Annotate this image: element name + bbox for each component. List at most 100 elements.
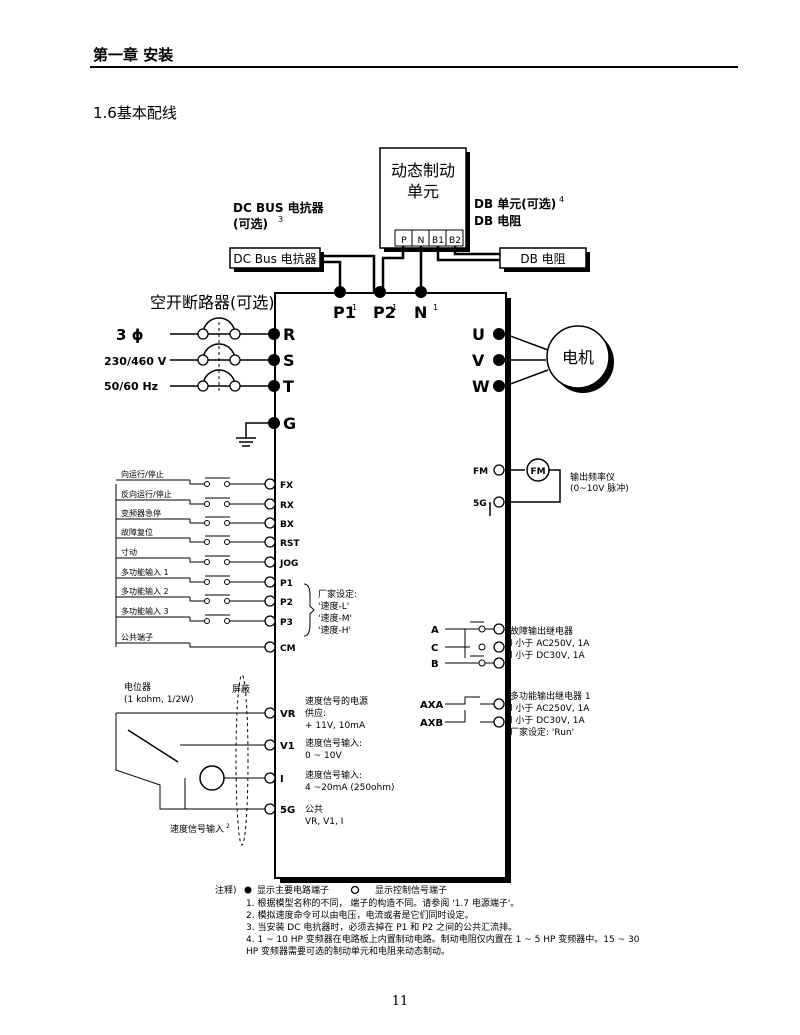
output-terminal-label-U: U xyxy=(472,325,485,344)
input-terminal-label-S: S xyxy=(283,351,295,370)
control-terminal-5 xyxy=(264,576,276,588)
control-terminal-6 xyxy=(264,595,276,607)
db-res-label: DB 电阻 xyxy=(474,213,521,228)
dc-terminal-sup-1: 1 xyxy=(392,303,397,312)
control-terminal-label-2: BX xyxy=(280,520,294,530)
input-terminal-G xyxy=(268,417,280,429)
breaker-contact-b0 xyxy=(229,328,241,340)
relay-contact-b xyxy=(478,659,486,667)
voltage-label: 230/460 V xyxy=(104,355,167,368)
fm-meter-label: FM xyxy=(530,467,545,477)
factory-4: '速度-H' xyxy=(318,624,351,636)
input-terminal-S xyxy=(268,354,280,366)
factory-1: 厂家设定: xyxy=(318,588,357,600)
control-terminal-label-6: P2 xyxy=(280,598,293,608)
notes-ctrl-mark: 显示控制信号端子 xyxy=(375,884,447,896)
note-1: 1. 根据模型名称的不同， 端子的构造不同。请参阅 '1.7 电源端子'。 xyxy=(246,897,519,909)
control-terminal-label-8: CM xyxy=(280,644,296,654)
db-resistor-box xyxy=(499,247,587,269)
control-desc-3: 故障复位 xyxy=(121,527,153,537)
db-unit-label: DB 单元(可选) xyxy=(474,196,556,211)
switch-contact-b-7 xyxy=(224,618,230,624)
v1-desc-1: 速度信号输入: xyxy=(305,737,362,749)
dc-bus-sup: 3 xyxy=(278,215,283,224)
control-input-wiring xyxy=(115,479,265,648)
switch-contact-a-2 xyxy=(204,520,210,526)
switch-contact-b-4 xyxy=(224,559,230,565)
switch-contact-b-2 xyxy=(224,520,230,526)
control-desc-8: 公共端子 xyxy=(121,632,153,642)
input-terminal-label-G: G xyxy=(283,414,296,433)
switch-contact-b-6 xyxy=(224,598,230,604)
switch-contact-a-7 xyxy=(204,618,210,624)
dc-terminal-label-2: N xyxy=(414,303,427,322)
relay-a-desc-3: l 小于 DC30V, 1A xyxy=(510,650,585,661)
relay-terminal-label-a: A xyxy=(431,625,439,636)
speed-input-sup: 2 xyxy=(226,823,230,830)
dc-terminal-0 xyxy=(334,286,346,298)
dc-terminal-2 xyxy=(415,286,427,298)
db-term-b1: B1 xyxy=(432,236,444,246)
v1-desc-2: 0 ~ 10V xyxy=(305,751,342,761)
fm-desc-1: 输出频率仪 xyxy=(570,471,615,483)
switch-contact-a-0 xyxy=(204,481,210,487)
i-desc-2: 4 ~20mA (250ohm) xyxy=(305,783,395,793)
output-terminal-label-W: W xyxy=(472,377,490,396)
control-terminal-8 xyxy=(264,641,276,653)
dc-terminal-sup-2: 1 xyxy=(433,303,438,312)
control-terminal-label-3: RST xyxy=(280,539,300,549)
motor-circle xyxy=(546,325,610,389)
note-3: 3. 当安装 DC 电抗器时，必须去掉在 P1 和 P2 之间的公共汇流排。 xyxy=(246,921,517,933)
switch-contact-a-4 xyxy=(204,559,210,565)
breaker-contact-b2 xyxy=(229,380,241,392)
relay-terminal-c xyxy=(493,641,505,653)
relay-terminal-label-b: B xyxy=(431,659,439,670)
relay-terminal-label-axb: AXB xyxy=(420,718,443,729)
output-terminal-V xyxy=(493,354,505,366)
control-terminal-1 xyxy=(264,498,276,510)
notes-main-mark: 显示主要电路端子 xyxy=(257,884,329,896)
right-terminal-label-g5: 5G xyxy=(473,499,487,509)
control-terminal-label-0: FX xyxy=(280,481,293,491)
relay-m-desc-2: l 小于 AC250V, 1A xyxy=(510,703,590,714)
control-desc-4: 寸动 xyxy=(121,547,137,557)
db-unit-title-1: 动态制动 xyxy=(391,161,455,180)
analog-terminal-label-1: V1 xyxy=(280,741,295,752)
dc-bus-box-label: DC Bus 电抗器 xyxy=(233,251,316,266)
input-terminal-label-R: R xyxy=(283,325,295,344)
dc-bus-optional: (可选) xyxy=(233,216,268,231)
switch-contact-a-1 xyxy=(204,501,210,507)
control-terminal-label-7: P3 xyxy=(280,618,293,628)
relay-a-desc-2: l 小于 AC250V, 1A xyxy=(510,638,590,649)
control-desc-2: 变频器急停 xyxy=(121,508,161,518)
analog-terminal-2 xyxy=(264,772,276,784)
breaker-contact-a2 xyxy=(197,380,209,392)
switch-contact-a-6 xyxy=(204,598,210,604)
control-desc-6: 多功能输入 2 xyxy=(121,586,169,596)
control-terminal-7 xyxy=(264,615,276,627)
right-terminal-g5 xyxy=(493,496,505,508)
right-terminal-label-fm: FM xyxy=(473,467,488,477)
relay-a-desc-1: 故障输出继电器 xyxy=(510,625,573,637)
control-desc-1: 反向运行/停止 xyxy=(121,489,172,499)
db-unit-title-2: 单元 xyxy=(407,182,439,201)
control-terminal-label-1: RX xyxy=(280,501,294,511)
factory-2: '速度-L' xyxy=(318,600,349,612)
pot-label-2: (1 kohm, 1/2W) xyxy=(124,695,194,705)
vr-desc-2: 供应: xyxy=(305,707,326,719)
control-terminal-0 xyxy=(264,478,276,490)
switch-contact-a-3 xyxy=(204,539,210,545)
switch-contact-b-1 xyxy=(224,501,230,507)
control-desc-5: 多功能输入 1 xyxy=(121,567,169,577)
speed-input-label: 速度信号输入 xyxy=(170,823,224,835)
switch-contact-b-0 xyxy=(224,481,230,487)
relay-m-desc-1: 多功能输出继电器 1 xyxy=(510,690,591,702)
switch-contact-a-5 xyxy=(204,579,210,585)
control-terminal-3 xyxy=(264,536,276,548)
input-terminal-label-T: T xyxy=(283,377,294,396)
dc-bus-reactor-box xyxy=(229,247,321,269)
output-terminal-W xyxy=(493,380,505,392)
header-rule xyxy=(90,66,738,68)
shield-label: 屏蔽 xyxy=(232,683,250,695)
